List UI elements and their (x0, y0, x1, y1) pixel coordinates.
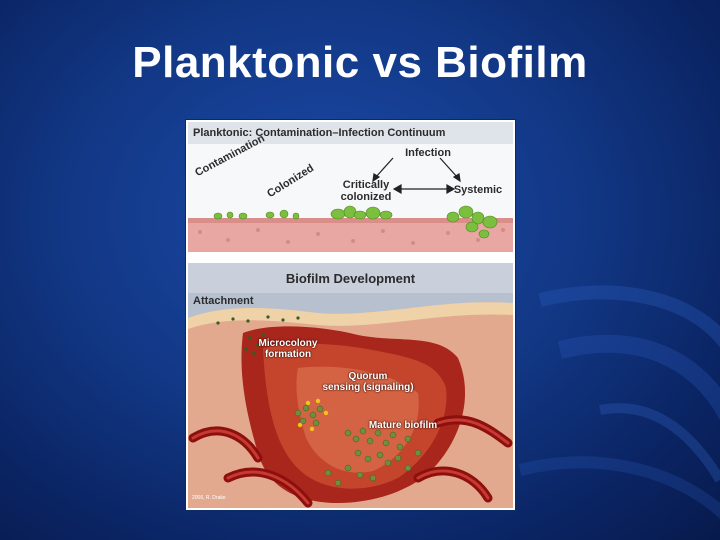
label-microcolony: Microcolony (248, 338, 328, 349)
label-systemic: Systemic (448, 184, 508, 196)
label-infection: Infection (398, 147, 458, 159)
label-microcolony-formation: formation (248, 349, 328, 360)
slide-title: Planktonic vs Biofilm (0, 38, 720, 88)
planktonic-panel-title: Planktonic: Contamination–Infection Cont… (193, 127, 445, 139)
label-mature-biofilm: Mature biofilm (353, 420, 453, 431)
illustration-figure: Planktonic: Contamination–Infection Cont… (186, 120, 515, 510)
label-attachment: Attachment (193, 295, 273, 307)
label-critically: Critically (336, 179, 396, 191)
label-quorum-sensing: sensing (signaling) (308, 382, 428, 393)
biofilm-panel-title: Biofilm Development (188, 272, 513, 286)
biofilm-panel: Biofilm Development Attachment Microcolo… (188, 263, 513, 508)
label-quorum: Quorum (318, 371, 418, 382)
figure-credit: 2006, R. Drake (192, 495, 272, 501)
label-critically-colonized: colonized (336, 191, 396, 203)
